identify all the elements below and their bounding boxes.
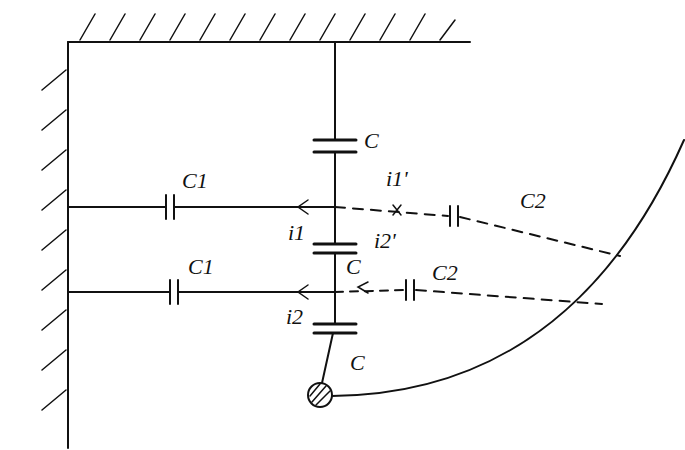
component-label: C bbox=[346, 256, 361, 278]
component-label: C bbox=[350, 352, 365, 374]
component-label: i1' bbox=[386, 168, 408, 190]
component-label: i1 bbox=[288, 222, 305, 244]
component-label: C2 bbox=[520, 190, 546, 212]
component-label: C1 bbox=[188, 256, 214, 278]
component-label: i2' bbox=[374, 230, 396, 252]
component-label: C bbox=[364, 130, 379, 152]
component-label: i2 bbox=[286, 306, 303, 328]
component-label: C1 bbox=[182, 170, 208, 192]
component-label: C2 bbox=[432, 262, 458, 284]
